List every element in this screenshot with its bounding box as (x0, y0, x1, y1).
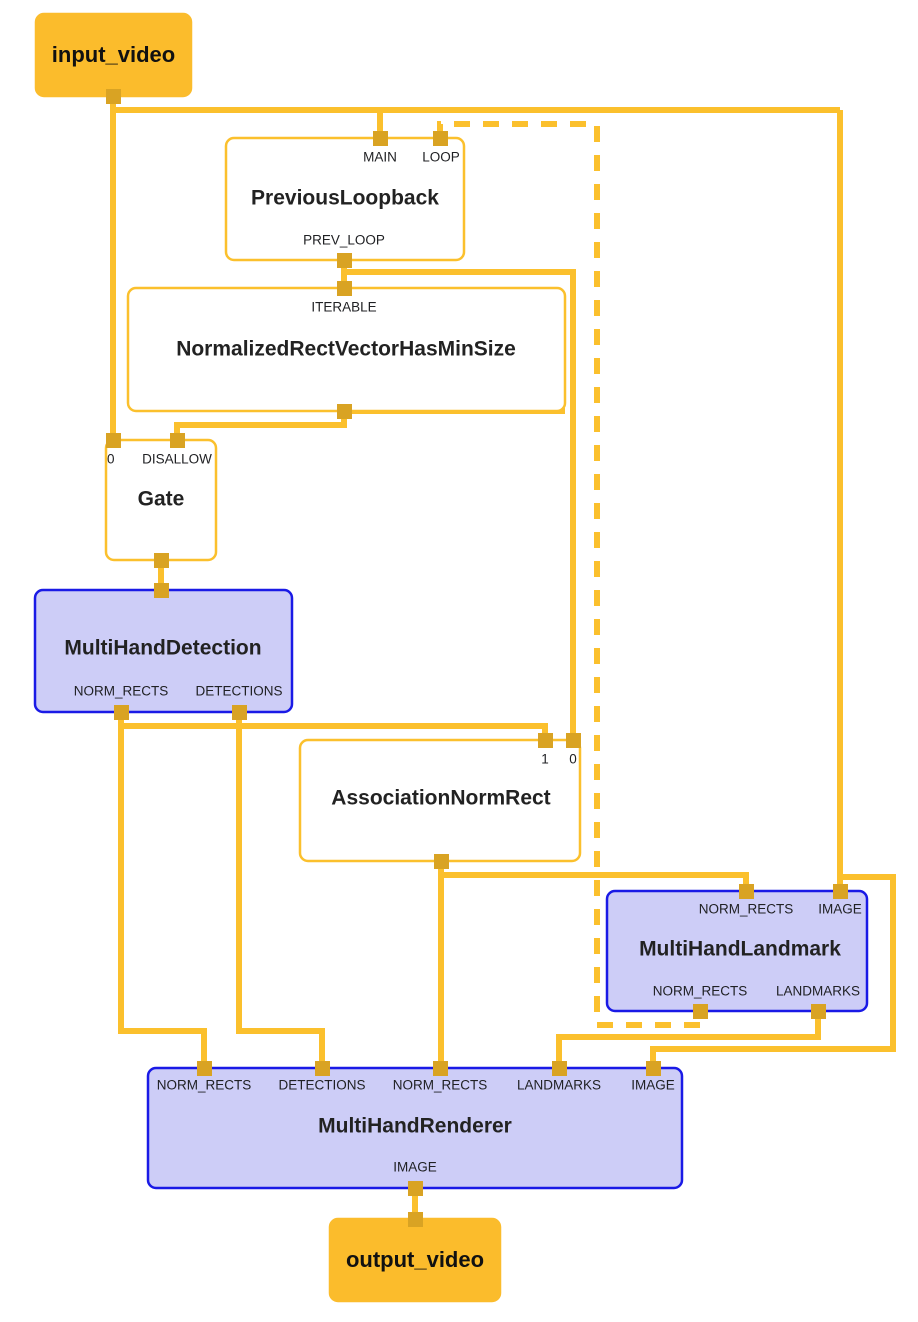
port-gate-0-in[interactable] (106, 433, 121, 448)
node-gate[interactable]: Gate 0 DISALLOW (104, 438, 218, 562)
port-association-1-in[interactable] (538, 733, 553, 748)
node-output-video[interactable]: output_video (328, 1217, 502, 1303)
edges-layer (110, 96, 896, 1219)
port-mhr-image-in[interactable] (646, 1061, 661, 1076)
normalized-rect-vector-has-min-size-title: NormalizedRectVectorHasMinSize (176, 338, 516, 361)
node-multi-hand-renderer[interactable]: MultiHandRenderer NORM_RECTS DETECTIONS … (146, 1066, 684, 1190)
port-gate-out[interactable] (154, 553, 169, 568)
association-norm-rect-input-0-label: 0 (569, 752, 577, 767)
port-mhl-normrects-in[interactable] (739, 884, 754, 899)
port-association-0-in[interactable] (566, 733, 581, 748)
port-previousloopback-loop-in[interactable] (433, 131, 448, 146)
edge-mhl-normrects-to-previousloopback-loop-feedback (437, 121, 700, 1028)
port-previousloopback-main-in[interactable] (373, 131, 388, 146)
multi-hand-landmark-output-landmarks-label: LANDMARKS (776, 984, 860, 999)
input-video-label: input_video (52, 42, 175, 67)
port-mhr-landmarks-in[interactable] (552, 1061, 567, 1076)
gate-input-disallow-label: DISALLOW (142, 452, 212, 467)
previous-loopback-input-main-label: MAIN (363, 150, 397, 165)
port-hasminsize-out[interactable] (337, 404, 352, 419)
port-mhl-image-in[interactable] (833, 884, 848, 899)
edge-input-video-trunk (110, 96, 840, 113)
previous-loopback-output-prev-loop-label: PREV_LOOP (303, 233, 385, 248)
normalized-rect-vector-input-iterable-label: ITERABLE (311, 300, 376, 315)
multi-hand-renderer-input-norm-rects-1-label: NORM_RECTS (157, 1078, 252, 1093)
output-video-label: output_video (346, 1247, 484, 1272)
multi-hand-renderer-title: MultiHandRenderer (318, 1115, 512, 1138)
multi-hand-landmark-output-norm-rects-label: NORM_RECTS (653, 984, 748, 999)
gate-input-0-label: 0 (107, 452, 115, 467)
port-gate-disallow-in[interactable] (170, 433, 185, 448)
edge-mhd-normrects-to-mhr-normrects (118, 712, 207, 1068)
edge-association-to-mhl-normrects (441, 872, 749, 891)
multi-hand-detection-output-detections-label: DETECTIONS (195, 684, 282, 699)
association-norm-rect-input-1-label: 1 (541, 752, 549, 767)
multi-hand-landmark-box[interactable] (605, 889, 869, 1013)
port-mhr-normrects-1-in[interactable] (197, 1061, 212, 1076)
edge-previousloopback-prevloop-to-association-0 (344, 269, 576, 740)
multi-hand-renderer-input-image-label: IMAGE (631, 1078, 675, 1093)
ports-layer (106, 89, 848, 1227)
multi-hand-detection-output-norm-rects-label: NORM_RECTS (74, 684, 169, 699)
port-output-video-in[interactable] (408, 1212, 423, 1227)
multi-hand-landmark-input-image-label: IMAGE (818, 902, 862, 917)
multi-hand-renderer-input-landmarks-label: LANDMARKS (517, 1078, 601, 1093)
port-mhl-normrects-out[interactable] (693, 1004, 708, 1019)
multi-hand-detection-title: MultiHandDetection (64, 637, 261, 660)
multi-hand-renderer-input-norm-rects-2-label: NORM_RECTS (393, 1078, 488, 1093)
port-association-out[interactable] (434, 854, 449, 869)
port-mhr-image-out[interactable] (408, 1181, 423, 1196)
port-mhd-normrects-out[interactable] (114, 705, 129, 720)
multi-hand-landmark-title: MultiHandLandmark (639, 938, 841, 961)
node-normalized-rect-vector-has-min-size[interactable]: NormalizedRectVectorHasMinSize ITERABLE (126, 286, 567, 413)
port-mhl-landmarks-out[interactable] (811, 1004, 826, 1019)
edge-mhl-landmarks-to-mhr-landmarks (556, 1011, 821, 1068)
multi-hand-renderer-output-image-label: IMAGE (393, 1160, 437, 1175)
node-multi-hand-landmark[interactable]: MultiHandLandmark NORM_RECTS IMAGE NORM_… (605, 889, 869, 1013)
multi-hand-landmark-input-norm-rects-label: NORM_RECTS (699, 902, 794, 917)
previous-loopback-input-loop-label: LOOP (422, 150, 460, 165)
port-input-video-out[interactable] (106, 89, 121, 104)
node-multi-hand-detection[interactable]: MultiHandDetection NORM_RECTS DETECTIONS (33, 588, 294, 714)
node-input-video[interactable]: input_video (34, 12, 193, 98)
port-previousloopback-prevloop-out[interactable] (337, 253, 352, 268)
edge-hasminsize-to-gate-disallow (174, 411, 347, 440)
gate-title: Gate (138, 488, 185, 511)
edge-input-video-to-multihandrenderer-image (650, 874, 896, 1068)
port-mhr-normrects-2-in[interactable] (433, 1061, 448, 1076)
edge-mhd-detections-to-mhr-detections (236, 712, 325, 1068)
previous-loopback-title: PreviousLoopback (251, 187, 439, 210)
node-previous-loopback[interactable]: PreviousLoopback MAIN LOOP PREV_LOOP (224, 136, 466, 262)
port-hasminsize-iterable-in[interactable] (337, 281, 352, 296)
node-association-norm-rect[interactable]: AssociationNormRect 1 0 (298, 738, 582, 863)
multi-hand-renderer-input-detections-label: DETECTIONS (278, 1078, 365, 1093)
port-mhd-in[interactable] (154, 583, 169, 598)
port-mhd-detections-out[interactable] (232, 705, 247, 720)
edge-mhd-normrects-to-association-1 (121, 723, 548, 740)
port-mhr-detections-in[interactable] (315, 1061, 330, 1076)
association-norm-rect-title: AssociationNormRect (331, 787, 550, 810)
